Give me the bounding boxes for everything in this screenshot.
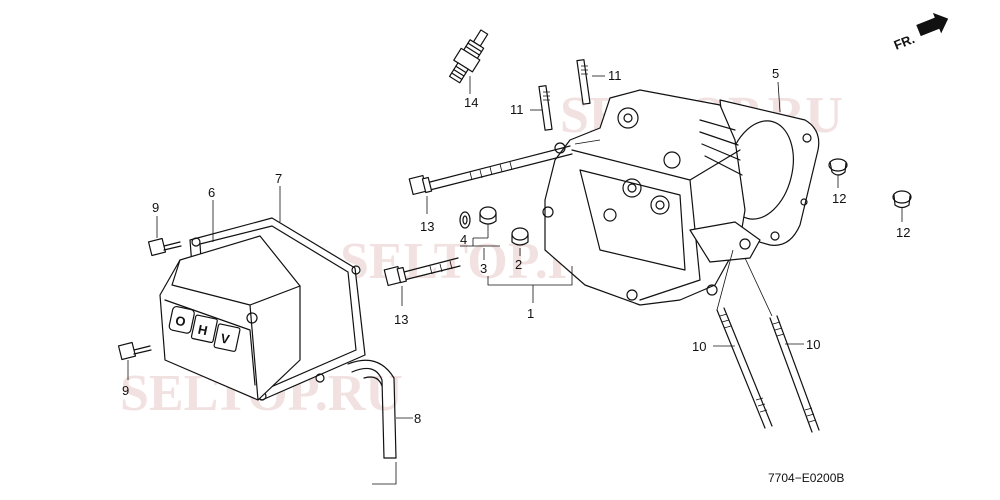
callout-13-upper: 13 [420,219,434,234]
flange-bolt-upper [408,139,601,214]
callout-bracket-3-4 [460,224,500,247]
callout-9-lower: 9 [122,383,129,398]
dowel-pin-right-upper [828,158,848,188]
washer [459,211,471,229]
breather-tube [347,359,413,485]
cover-letter-o: O [174,313,187,330]
cover-letter-v: V [219,331,231,348]
callout-bracket-1 [487,266,573,303]
callout-2: 2 [515,257,522,272]
dowel-pin-front [511,227,529,256]
callout-6: 6 [208,185,215,200]
stud-bolt-upper [576,59,605,105]
callout-4: 4 [460,232,467,247]
callout-7: 7 [275,171,282,186]
cylinder-head [542,89,761,306]
ohv-emblem: O H V [168,305,241,352]
callout-9-upper: 9 [152,200,159,215]
diagram-code: 7704−E0200B [768,471,844,485]
dowel-pin-right-lower [892,190,912,222]
callout-10-left: 10 [692,339,706,354]
stud-bolt-10-right [769,315,820,433]
callout-13-lower: 13 [394,312,408,327]
head-cover: O H V [159,200,301,401]
callout-11-lower: 11 [510,102,524,117]
stud-alignment-lines [716,249,773,317]
front-direction-arrow-icon: FR. [892,12,949,53]
cover-letter-h: H [197,322,209,339]
stud-bolt-10-left [713,307,773,429]
callout-11-upper: 11 [608,68,622,83]
callout-8: 8 [414,411,421,426]
front-direction-label: FR. [892,31,917,53]
cover-bolt-upper [147,216,182,257]
callout-12-upper: 12 [832,191,846,206]
stud-bolt-lower [530,85,553,131]
callout-14: 14 [464,95,478,110]
callout-5: 5 [772,66,779,81]
spark-plug [448,29,489,94]
callout-1: 1 [527,306,534,321]
cover-bolt-lower [117,341,152,380]
flange-bolt-lower [383,257,461,306]
callout-10-right: 10 [806,337,820,352]
callout-12-lower: 12 [896,225,910,240]
dowel-pin-center [479,206,497,225]
callout-3: 3 [480,261,487,276]
